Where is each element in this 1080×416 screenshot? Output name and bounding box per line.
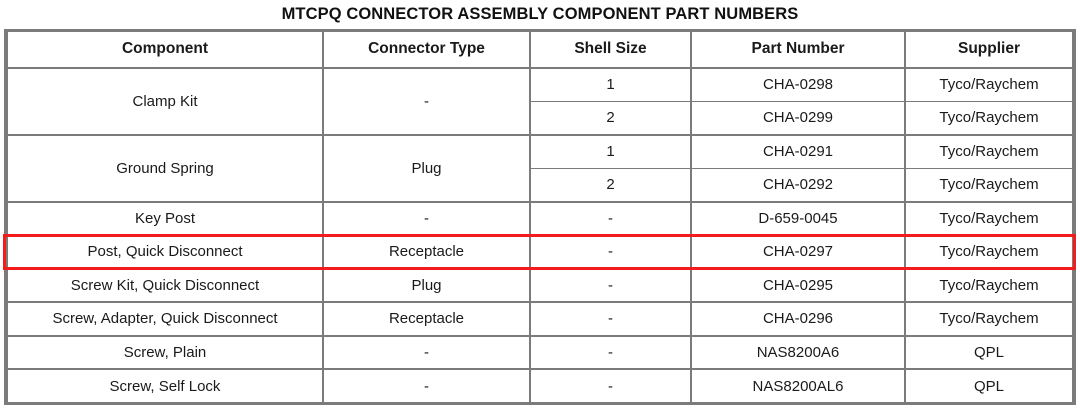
table-row: Key Post - - D-659-0045 Tyco/Raychem [6, 200, 1074, 236]
cell-shell-size: 2 [529, 100, 692, 135]
cell-supplier: Tyco/Raychem [904, 133, 1074, 169]
cell-part-number: CHA-0297 [690, 234, 906, 269]
cell-supplier: Tyco/Raychem [904, 200, 1074, 236]
page-title: MTCPQ CONNECTOR ASSEMBLY COMPONENT PART … [281, 5, 799, 23]
table-row: Screw Kit, Quick Disconnect Plug - CHA-0… [6, 267, 1074, 303]
column-header-part-number: Part Number [690, 31, 906, 69]
cell-supplier: Tyco/Raychem [904, 267, 1074, 303]
cell-supplier: Tyco/Raychem [904, 66, 1074, 102]
cell-connector-type: Receptacle [322, 234, 531, 269]
cell-component: Ground Spring [6, 133, 324, 202]
table-row: Screw, Adapter, Quick Disconnect Recepta… [6, 301, 1074, 336]
table-row: 2 CHA-0299 Tyco/Raychem [7, 100, 1074, 135]
cell-shell-size: 1 [529, 133, 692, 169]
column-header-shell-size: Shell Size [529, 31, 692, 69]
table-row-highlighted: Post, Quick Disconnect Receptacle - CHA-… [6, 234, 1074, 269]
cell-connector-type: Plug [322, 267, 531, 303]
table-row: Screw, Self Lock - - NAS8200AL6 QPL [6, 368, 1074, 403]
table-body: Clamp Kit - 1 CHA-0298 Tyco/Raychem 2 CH… [6, 66, 1074, 403]
cell-supplier: QPL [904, 368, 1074, 403]
table-row: Screw, Plain - - NAS8200A6 QPL [6, 334, 1074, 370]
cell-shell-size: - [529, 200, 692, 236]
table-row: Clamp Kit - 1 CHA-0298 Tyco/Raychem [6, 66, 1074, 135]
table-row: Ground Spring Plug 1 CHA-0291 Tyco/Raych… [6, 133, 1074, 202]
cell-part-number: NAS8200A6 [690, 334, 906, 370]
cell-part-number: D-659-0045 [690, 200, 906, 236]
cell-connector-type: - [322, 368, 531, 403]
cell-supplier: QPL [904, 334, 1074, 370]
cell-part-number: CHA-0291 [690, 133, 906, 169]
cell-part-number: CHA-0298 [690, 66, 906, 102]
cell-shell-size: 1 [529, 66, 692, 102]
column-header-supplier: Supplier [904, 31, 1074, 69]
cell-part-number: CHA-0292 [690, 167, 906, 202]
parts-table-container: Component Connector Type Shell Size Part… [4, 29, 1076, 405]
cell-part-number: CHA-0296 [690, 301, 906, 336]
cell-shell-size: - [529, 301, 692, 336]
cell-part-number: NAS8200AL6 [690, 368, 906, 403]
cell-shell-size: - [529, 334, 692, 370]
cell-connector-type: - [322, 66, 531, 135]
cell-supplier: Tyco/Raychem [904, 167, 1074, 202]
cell-connector-type: Receptacle [322, 301, 531, 336]
cell-component: Key Post [6, 200, 324, 236]
cell-connector-type: Plug [322, 133, 531, 202]
parts-table: Component Connector Type Shell Size Part… [6, 31, 1074, 403]
cell-supplier: Tyco/Raychem [904, 100, 1074, 135]
table-header-row: Component Connector Type Shell Size Part… [6, 31, 1074, 69]
cell-component: Screw Kit, Quick Disconnect [6, 267, 324, 303]
cell-supplier: Tyco/Raychem [904, 234, 1074, 269]
cell-component: Screw, Plain [6, 334, 324, 370]
table-header: Component Connector Type Shell Size Part… [6, 31, 1074, 69]
cell-component: Screw, Adapter, Quick Disconnect [6, 301, 324, 336]
cell-component: Post, Quick Disconnect [6, 234, 324, 269]
cell-shell-size: 2 [529, 167, 692, 202]
cell-shell-size: - [529, 234, 692, 269]
cell-component: Screw, Self Lock [6, 368, 324, 403]
cell-connector-type: - [322, 200, 531, 236]
cell-connector-type: - [322, 334, 531, 370]
cell-part-number: CHA-0295 [690, 267, 906, 303]
column-header-connector-type: Connector Type [322, 31, 531, 69]
cell-shell-size: - [529, 267, 692, 303]
cell-part-number: CHA-0299 [690, 100, 906, 135]
column-header-component: Component [6, 31, 324, 69]
cell-component: Clamp Kit [6, 66, 324, 135]
cell-shell-size: - [529, 368, 692, 403]
cell-supplier: Tyco/Raychem [904, 301, 1074, 336]
